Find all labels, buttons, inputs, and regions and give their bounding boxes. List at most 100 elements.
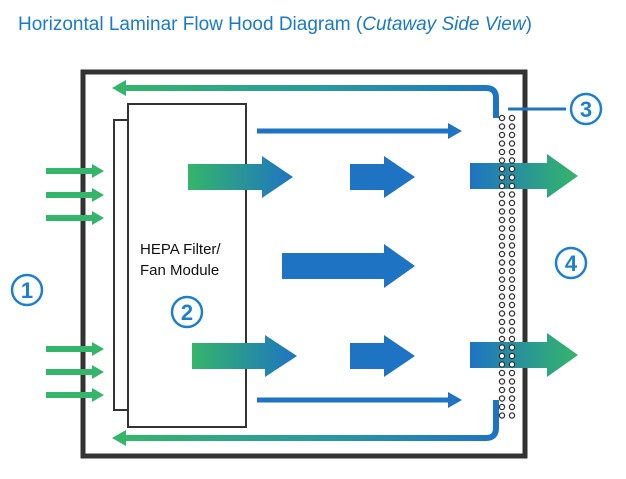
perforation-hole — [498, 148, 506, 156]
marker-1: 1 — [10, 273, 44, 307]
perforation-hole — [508, 361, 516, 368]
perforation-hole — [498, 412, 506, 419]
marker-3: 3 — [569, 92, 603, 126]
perforation-hole — [508, 335, 516, 343]
perforation-hole — [508, 395, 516, 402]
perforation-hole — [508, 352, 516, 360]
perforation-hole — [498, 131, 506, 139]
perforation-hole — [508, 276, 516, 283]
perforation-hole — [508, 233, 516, 241]
perforation-hole — [498, 114, 506, 122]
perforation-hole — [498, 182, 506, 190]
perforation-hole — [498, 276, 506, 283]
upper-plenum-arrow — [257, 123, 462, 139]
perforation-hole — [508, 327, 516, 334]
perforation-hole — [508, 318, 516, 326]
intake-arrows-upper — [46, 164, 104, 225]
title-paren-open: ( — [355, 14, 363, 35]
intake-arrow — [46, 164, 104, 178]
perforation-hole — [508, 216, 516, 224]
laminar-flow-arrow — [350, 335, 415, 377]
perforation-hole — [498, 378, 506, 385]
perforation-hole — [498, 242, 506, 249]
perforation-hole — [508, 174, 516, 181]
perforation-hole — [508, 259, 516, 266]
perforation-hole — [508, 165, 516, 173]
perforation-hole — [508, 199, 516, 207]
perforation-hole — [508, 157, 516, 164]
laminar-flow-arrow — [350, 156, 415, 198]
perforation-hole — [498, 123, 506, 130]
perforation-hole — [498, 250, 506, 258]
marker-4-label: 4 — [565, 251, 578, 276]
perforation-hole — [498, 301, 506, 309]
perforation-hole — [498, 310, 506, 317]
perforation-hole — [498, 233, 506, 241]
title-main: Horizontal Laminar Flow Hood Diagram — [18, 14, 356, 35]
outflow-arrow-upper — [470, 154, 578, 198]
perforation-hole — [508, 369, 516, 377]
perforation-hole — [498, 327, 506, 334]
perforation-hole — [508, 344, 516, 351]
perforation-hole — [498, 318, 506, 326]
diagram-title: Horizontal Laminar Flow Hood Diagram (Cu… — [18, 14, 532, 36]
perforation-hole — [498, 293, 506, 300]
perforation-hole — [508, 403, 516, 411]
perforation-hole — [498, 165, 506, 173]
perforation-hole — [508, 182, 516, 190]
intake-arrow — [46, 188, 104, 202]
perforation-hole — [498, 386, 506, 394]
perforation-hole — [508, 284, 516, 292]
perforation-hole — [498, 199, 506, 207]
perforation-hole — [498, 361, 506, 368]
laminar-flow-arrow-center — [282, 244, 415, 288]
perforation-hole — [498, 335, 506, 343]
perforation-hole — [498, 352, 506, 360]
perforation-hole — [498, 157, 506, 164]
filter-module-label-line2: Fan Module — [140, 262, 219, 279]
perforation-hole — [498, 395, 506, 402]
perforation-hole — [508, 225, 516, 232]
perforation-hole — [508, 148, 516, 156]
perforation-hole — [508, 250, 516, 258]
perforation-hole — [498, 225, 506, 232]
perforation-hole — [508, 242, 516, 249]
marker-2: 2 — [170, 295, 204, 329]
perforation-hole — [508, 140, 516, 147]
lower-plenum-arrow — [257, 392, 462, 408]
perforation-hole — [508, 114, 516, 122]
intake-arrow — [46, 342, 104, 356]
perforation-hole — [508, 123, 516, 130]
marker-1-label: 1 — [21, 278, 33, 303]
perforation-hole — [508, 293, 516, 300]
perforation-hole — [508, 386, 516, 394]
bottom-return-airflow — [112, 400, 499, 446]
outflow-arrow-lower — [470, 333, 578, 377]
filter-module-label-line1: HEPA Filter/ — [140, 241, 221, 258]
perforation-hole — [498, 284, 506, 292]
intake-arrow — [46, 211, 104, 225]
marker-4: 4 — [554, 246, 588, 280]
perforation-hole — [508, 412, 516, 419]
laminar-flow-arrow — [188, 156, 293, 198]
perforation-hole — [498, 216, 506, 224]
perforation-hole — [498, 208, 506, 215]
perforation-hole — [508, 267, 516, 275]
laminar-flow-arrow — [192, 335, 297, 377]
perforation-hole — [498, 191, 506, 198]
intake-arrows-lower — [46, 342, 104, 402]
perforation-hole — [498, 140, 506, 147]
title-subtitle: Cutaway Side View — [362, 14, 526, 35]
perforation-hole — [498, 259, 506, 266]
perforation-hole — [508, 310, 516, 317]
perforation-hole — [498, 369, 506, 377]
intake-arrow — [46, 388, 104, 402]
perforation-hole — [508, 191, 516, 198]
title-paren-close: ) — [525, 14, 532, 35]
marker-2-label: 2 — [181, 300, 193, 325]
intake-arrow — [46, 365, 104, 379]
perforated-diffuser — [498, 114, 516, 419]
perforation-hole — [498, 267, 506, 275]
perforation-hole — [498, 174, 506, 181]
